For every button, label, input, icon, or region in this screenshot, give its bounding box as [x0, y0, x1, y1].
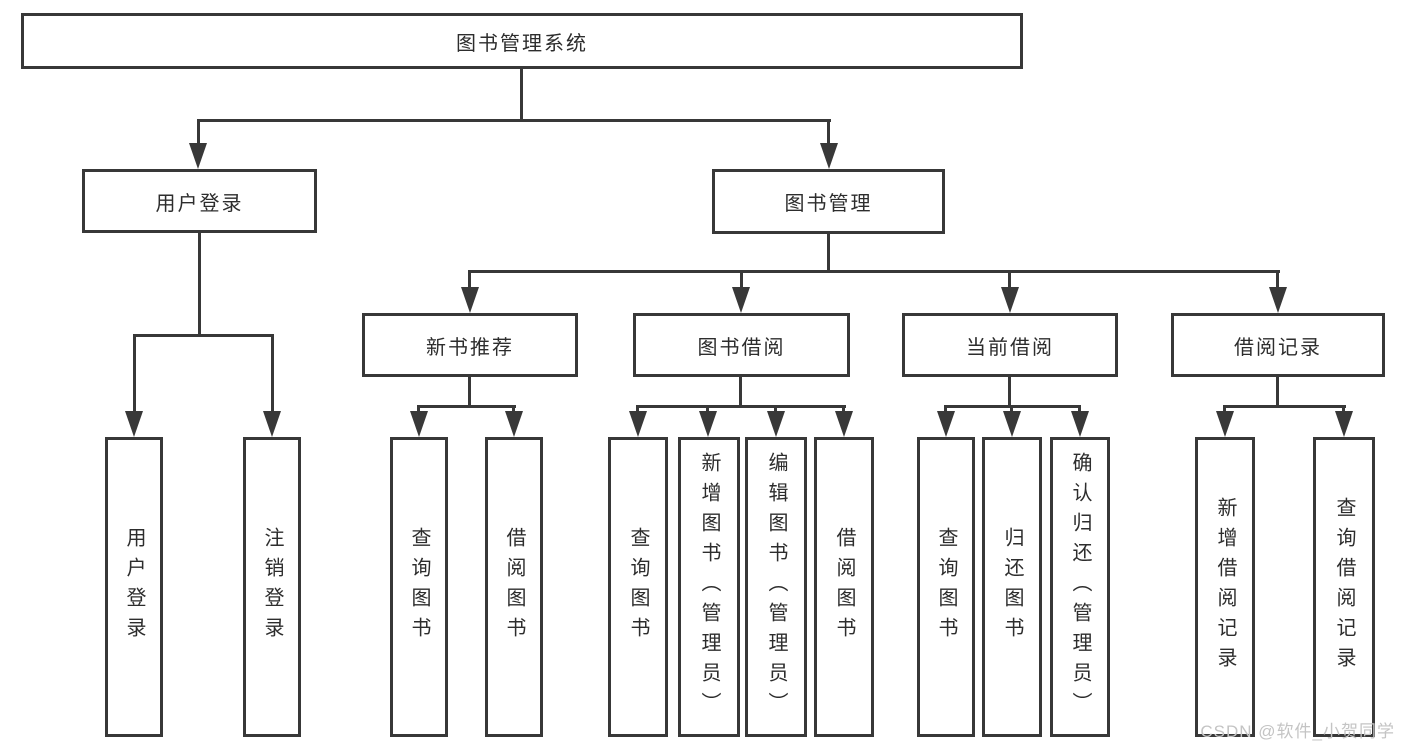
connector-l3-shaft [740, 270, 743, 289]
leaf-edit-books-admin: 编辑图书（管理员） [745, 437, 807, 737]
node-current-borrow-label: 当前借阅 [966, 336, 1054, 359]
node-book-management-label: 图书管理 [784, 193, 873, 215]
node-current-borrow: 当前借阅 [902, 313, 1118, 377]
node-root: 图书管理系统 [21, 13, 1023, 69]
connector-level3-bar [468, 270, 1280, 273]
connector-root-stem [520, 69, 523, 121]
node-new-book-recommend-label: 新书推荐 [426, 336, 514, 359]
connector-leaf-shaft [842, 405, 845, 413]
node-borrow-records-label: 借阅记录 [1234, 336, 1322, 359]
connector-records-stem [1276, 377, 1279, 407]
connector-leaf-shaft [512, 405, 515, 413]
connector-leaf-shaft [706, 405, 709, 413]
node-book-management: 图书管理 [712, 169, 945, 234]
connector-leaf-shaft [1010, 405, 1013, 413]
leaf-query-books-recommend: 查询图书 [390, 437, 448, 737]
node-root-label: 图书管理系统 [456, 32, 588, 55]
connector-borrow-stem [739, 377, 742, 407]
connector-user-login-split-bar [133, 334, 274, 337]
arrow-down-icon [767, 411, 785, 437]
arrow-down-icon [937, 411, 955, 437]
leaf-user-login-label: 用户登录 [123, 527, 145, 647]
arrow-down-icon [629, 411, 647, 437]
connector-book-mgmt-stem [827, 234, 830, 272]
leaf-add-borrow-record: 新增借阅记录 [1195, 437, 1255, 737]
leaf-query-books-borrow-label: 查询图书 [627, 527, 649, 647]
connector-user-login-stem [198, 233, 201, 336]
leaf-query-books-recommend-label: 查询图书 [408, 527, 430, 647]
leaf-add-books-admin: 新增图书（管理员） [678, 437, 740, 737]
leaf-add-books-admin-label: 新增图书（管理员） [698, 452, 720, 722]
connector-leaf-shaft [1223, 405, 1226, 413]
connector-leaf-shaft [271, 334, 274, 413]
connector-user-login-shaft [197, 119, 200, 145]
leaf-logout-label: 注销登录 [261, 527, 283, 647]
connector-level2-bar [197, 119, 831, 122]
connector-records-split-bar [1223, 405, 1346, 408]
arrow-down-icon [125, 411, 143, 437]
leaf-query-borrow-record: 查询借阅记录 [1313, 437, 1375, 737]
connector-leaf-shaft [133, 334, 136, 413]
arrow-down-icon [1071, 411, 1089, 437]
connector-recommend-stem [468, 377, 471, 407]
leaf-logout: 注销登录 [243, 437, 301, 737]
node-new-book-recommend: 新书推荐 [362, 313, 578, 377]
arrow-down-icon [461, 287, 479, 313]
leaf-user-login: 用户登录 [105, 437, 163, 737]
leaf-confirm-return-admin-label: 确认归还（管理员） [1069, 452, 1091, 722]
leaf-return-books-label: 归还图书 [1001, 527, 1023, 647]
arrow-down-icon [189, 143, 207, 169]
node-book-borrow-label: 图书借阅 [697, 336, 786, 359]
arrow-down-icon [1335, 411, 1353, 437]
arrow-down-icon [1001, 287, 1019, 313]
watermark: CSDN @软件_小贺同学 [1200, 722, 1395, 741]
leaf-edit-books-admin-label: 编辑图书（管理员） [765, 452, 787, 722]
leaf-add-borrow-record-label: 新增借阅记录 [1214, 497, 1236, 677]
arrow-down-icon [410, 411, 428, 437]
leaf-query-books-current-label: 查询图书 [935, 527, 957, 647]
leaf-return-books: 归还图书 [982, 437, 1042, 737]
leaf-query-books-current: 查询图书 [917, 437, 975, 737]
connector-current-stem [1008, 377, 1011, 407]
connector-l3-shaft [468, 270, 471, 289]
connector-leaf-shaft [636, 405, 639, 413]
leaf-borrow-books-label: 借阅图书 [833, 527, 855, 647]
connector-leaf-shaft [944, 405, 947, 413]
leaf-borrow-books-recommend: 借阅图书 [485, 437, 543, 737]
connector-l3-shaft [1008, 270, 1011, 289]
arrow-down-icon [732, 287, 750, 313]
leaf-borrow-books: 借阅图书 [814, 437, 874, 737]
arrow-down-icon [1216, 411, 1234, 437]
node-borrow-records: 借阅记录 [1171, 313, 1385, 377]
leaf-confirm-return-admin: 确认归还（管理员） [1050, 437, 1110, 737]
connector-leaf-shaft [417, 405, 420, 413]
arrow-down-icon [1003, 411, 1021, 437]
arrow-down-icon [505, 411, 523, 437]
connector-leaf-shaft [1342, 405, 1345, 413]
leaf-query-books-borrow: 查询图书 [608, 437, 668, 737]
arrow-down-icon [835, 411, 853, 437]
arrow-down-icon [263, 411, 281, 437]
connector-leaf-shaft [1078, 405, 1081, 413]
arrow-down-icon [699, 411, 717, 437]
leaf-query-borrow-record-label: 查询借阅记录 [1333, 497, 1355, 677]
node-book-borrow: 图书借阅 [633, 313, 850, 377]
connector-l3-shaft [1276, 270, 1279, 289]
arrow-down-icon [1269, 287, 1287, 313]
connector-book-mgmt-shaft [827, 119, 830, 145]
leaf-borrow-books-recommend-label: 借阅图书 [503, 527, 525, 647]
connector-borrow-split-bar [636, 405, 846, 408]
connector-recommend-split-bar [417, 405, 516, 408]
arrow-down-icon [820, 143, 838, 169]
connector-leaf-shaft [774, 405, 777, 413]
node-user-login: 用户登录 [82, 169, 317, 233]
node-user-login-label: 用户登录 [155, 192, 244, 215]
